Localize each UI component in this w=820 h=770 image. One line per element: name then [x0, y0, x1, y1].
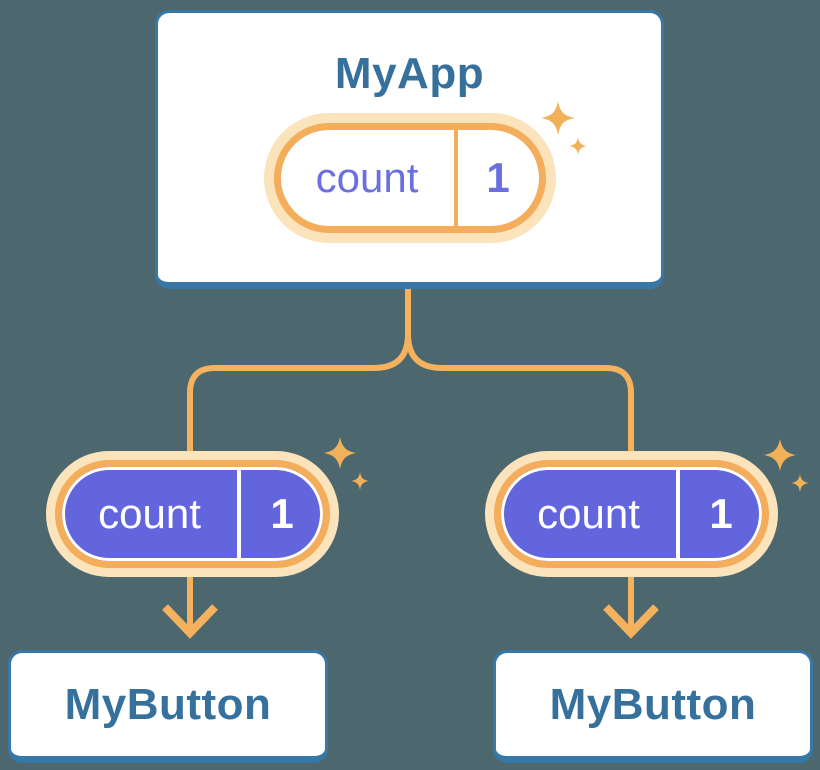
state-key: count	[98, 490, 201, 537]
state-value: 1	[709, 490, 733, 537]
pill-divider	[453, 130, 458, 226]
pill-divider	[676, 467, 681, 561]
state-pill-child-left: count 1	[55, 460, 330, 568]
component-card-root: MyApp count 1	[155, 10, 664, 289]
arrow-down-icon	[603, 604, 659, 639]
state-pill-child-right: count 1	[494, 460, 769, 568]
pill-divider	[237, 467, 242, 561]
arrow-down-icon	[162, 604, 218, 639]
state-value: 1	[270, 490, 294, 537]
component-card-child-right: MyButton	[493, 650, 813, 763]
state-value: 1	[486, 154, 510, 201]
state-pill-root: count 1	[273, 123, 546, 233]
state-key: count	[315, 154, 419, 201]
branch-line-right	[405, 286, 634, 630]
state-key: count	[537, 490, 640, 537]
component-name-child-right: MyButton	[549, 679, 757, 729]
component-name-child-left: MyButton	[64, 679, 272, 729]
component-name-root: MyApp	[334, 49, 485, 98]
component-card-child-left: MyButton	[8, 650, 328, 763]
branch-line-left	[187, 286, 411, 630]
